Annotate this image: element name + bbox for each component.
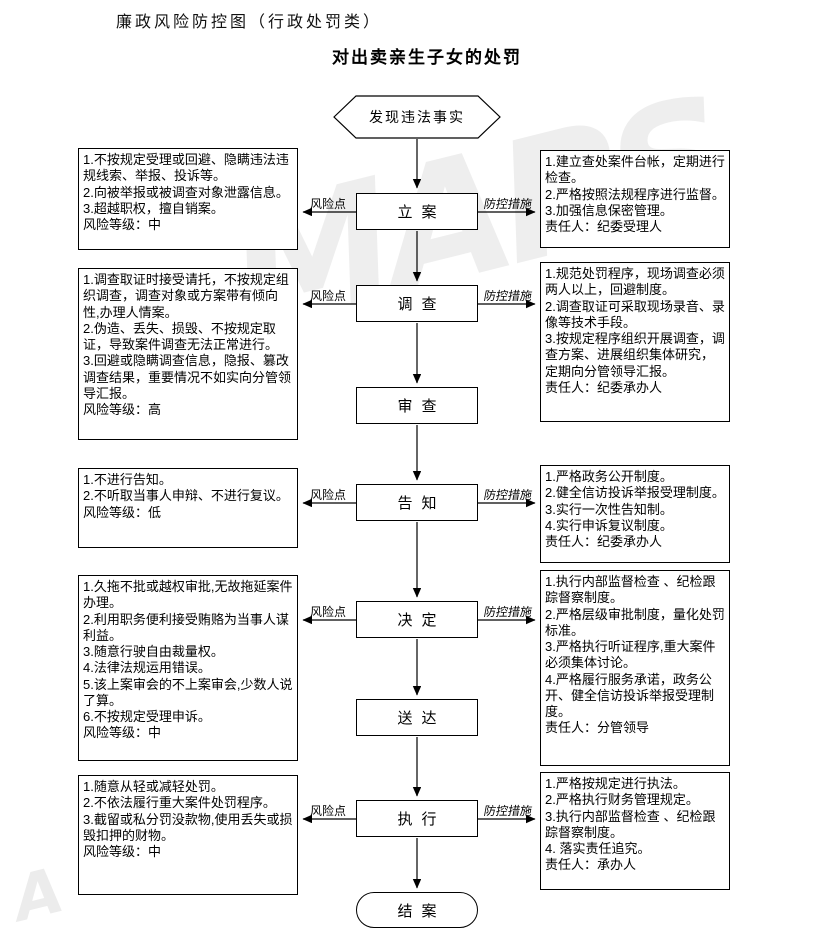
risk-point-label: 风险点: [309, 197, 346, 211]
flow-step-notification: 告知: [356, 484, 478, 521]
risk-box-investigation: 1.调查取证时接受请托，不按规定组织调查，调查对象或方案带有倾向性,办理人情案。…: [78, 268, 298, 440]
control-box-decision: 1.执行内部监督检查 、纪检跟踪督察制度。 2.严格层级审批制度，量化处罚标准。…: [540, 570, 730, 766]
risk-box-notification: 1.不进行告知。 2.不听取当事人申辩、不进行复议。 风险等级：低: [78, 468, 298, 548]
control-box-execution: 1.严格按规定进行执法。 2.严格执行财务管理规定。 3.执行内部监督检查 、纪…: [540, 772, 730, 890]
control-measure-label: 防控措施: [482, 197, 534, 211]
control-box-filing: 1.建立查处案件台帐，定期进行检查。 2.严格按照法规程序进行监督。 3.加强信…: [540, 150, 730, 248]
risk-point-label: 风险点: [309, 804, 346, 818]
flow-step-decision: 决定: [356, 601, 478, 638]
control-box-notification: 1.严格政务公开制度。 2.健全信访投诉举报受理制度。 3.实行一次性告知制。 …: [540, 465, 730, 563]
risk-box-filing: 1.不按规定受理或回避、隐瞒违法违规线索、举报、投诉等。 2.向被举报或被调查对…: [78, 148, 298, 250]
flow-step-delivery: 送达: [356, 699, 478, 736]
control-measure-label: 防控措施: [482, 804, 534, 818]
start-hexagon-shape: [333, 95, 501, 139]
risk-box-decision: 1.久拖不批或越权审批,无故拖延案件办理。 2.利用职务便利接受贿赂为当事人谋利…: [78, 575, 298, 761]
page-subtitle: 对出卖亲生子女的处罚: [332, 48, 522, 67]
flow-step-execution: 执行: [356, 800, 478, 837]
control-measure-label: 防控措施: [482, 289, 534, 303]
risk-point-label: 风险点: [309, 605, 346, 619]
flow-step-review: 审查: [356, 387, 478, 424]
page-title: 廉政风险防控图（行政处罚类）: [116, 14, 383, 31]
risk-box-execution: 1.随意从轻或减轻处罚。 2.不依法履行重大案件处罚程序。 3.截留或私分罚没款…: [78, 775, 298, 895]
control-box-investigation: 1.规范处罚程序，现场调查必须两人以上，回避制度。 2.调查取证可采取现场录音、…: [540, 262, 730, 422]
control-measure-label: 防控措施: [482, 488, 534, 502]
flow-step-filing: 立案: [356, 193, 478, 230]
start-terminator: 发现违法事实: [369, 109, 465, 125]
risk-point-label: 风险点: [309, 488, 346, 502]
flow-step-investigation: 调查: [356, 285, 478, 322]
control-measure-label: 防控措施: [482, 605, 534, 619]
end-terminator: 结案: [356, 892, 478, 928]
risk-point-label: 风险点: [309, 289, 346, 303]
